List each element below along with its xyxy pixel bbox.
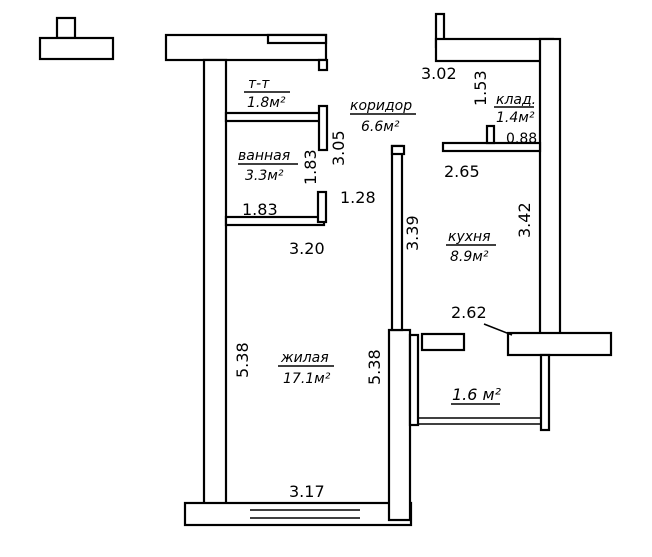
kitchen-bottom-dim: 2.62 — [451, 303, 487, 322]
toilet-name: т-т — [248, 76, 270, 92]
balcony-right-wall — [539, 353, 551, 432]
corridor-height-dim: 3.05 — [329, 130, 348, 166]
bathroom-door-jamb — [316, 190, 328, 224]
bathroom-area: 3.3м² — [245, 168, 284, 184]
kitchen-width-dim: 2.65 — [444, 162, 480, 181]
storage-name: клад. — [496, 92, 536, 108]
room-labels: т-т 1.8м² ванная 3.3м² коридор 6.6м² кла… — [238, 76, 536, 405]
toilet-bottom-partition — [224, 111, 324, 123]
corridor-name: коридор — [350, 98, 412, 114]
bathroom-width-dim: 1.83 — [242, 200, 278, 219]
kitchen-height-dim: 3.42 — [515, 202, 534, 238]
corridor-top-cap — [390, 144, 406, 156]
balcony-door-frame — [408, 333, 420, 427]
living-right-wall — [387, 328, 412, 522]
top-wall-stub — [317, 58, 329, 72]
living-height-left-dim: 5.38 — [233, 342, 252, 378]
dimension-labels: 3.02 1.53 0.88 3.05 1.83 1.28 1.83 3.20 … — [233, 64, 537, 501]
left-exterior-wall — [202, 58, 228, 522]
living-height-right-dim: 5.38 — [365, 349, 384, 385]
storage-door-dim: 0.88 — [506, 131, 537, 147]
corridor-partition — [390, 144, 404, 332]
bottom-exterior-wall — [183, 501, 413, 527]
bathroom-height-dim: 1.83 — [301, 149, 320, 185]
toilet-area: 1.8м² — [247, 95, 286, 111]
storage-width-dim: 3.02 — [421, 64, 457, 83]
storage-door-jamb — [485, 124, 496, 145]
neighbor-wall — [38, 36, 115, 61]
walls — [38, 12, 613, 527]
kitchen-door-jamb — [420, 332, 466, 352]
neighbor-wall-top — [55, 16, 77, 40]
balcony-slab — [506, 331, 613, 357]
right-top-wall — [434, 37, 555, 63]
bathroom-side-partition — [317, 104, 329, 152]
kitchen-bottom-leader — [483, 323, 513, 336]
kitchen-right-wall — [538, 37, 562, 351]
top-wall-step — [266, 33, 328, 45]
corridor-length-dim: 3.39 — [403, 215, 422, 251]
kitchen-area: 8.9м² — [450, 249, 489, 265]
living-width-dim: 3.17 — [289, 482, 325, 501]
corridor-area: 6.6м² — [361, 119, 400, 135]
hall-width-dim: 3.20 — [289, 239, 325, 258]
living-name: жилая — [280, 350, 329, 366]
kitchen-name: кухня — [448, 229, 491, 245]
storage-height-dim: 1.53 — [471, 70, 490, 106]
storage-area: 1.4м² — [496, 110, 535, 126]
partitions — [224, 104, 542, 227]
balcony-area: 1.6 м² — [452, 385, 502, 404]
bathroom-name: ванная — [238, 148, 290, 164]
living-area: 17.1м² — [283, 371, 331, 387]
bath-to-corridor-dim: 1.28 — [340, 188, 376, 207]
